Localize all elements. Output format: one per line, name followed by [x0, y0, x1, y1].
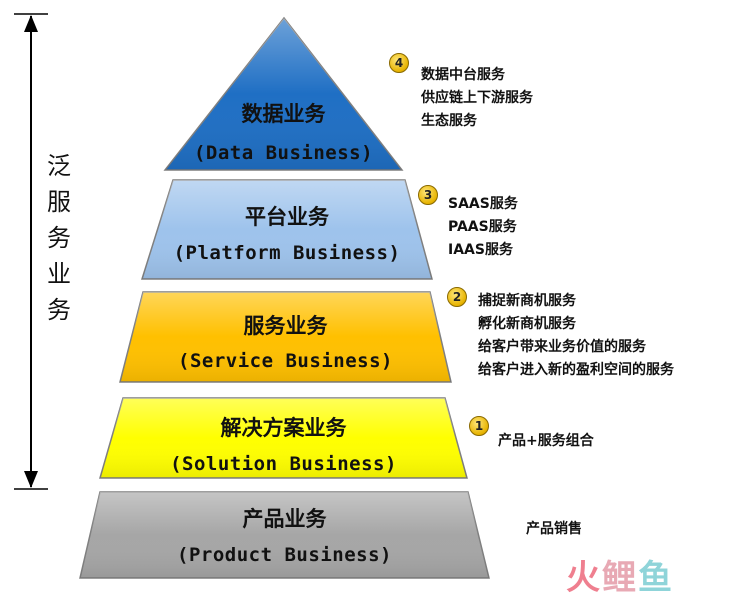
- pan-service-label: 泛服务业务: [46, 148, 72, 328]
- tier-annotation-1: 数据中台服务供应链上下游服务生态服务: [421, 64, 533, 133]
- tier-1-cn-label: 数据业务: [241, 102, 326, 126]
- step-badge-1: 1: [469, 416, 489, 436]
- tier-2-shading: [142, 180, 432, 279]
- annotation-line: 产品销售: [526, 521, 582, 537]
- tier-1-shading: [165, 18, 402, 170]
- tier-1-en-label: (Data Business): [193, 142, 374, 164]
- side-label-char: 泛: [47, 152, 71, 180]
- annotation-line: 给客户进入新的盈利空间的服务: [478, 362, 674, 378]
- tier-annotation-2: SAAS服务 PAAS服务 IAAS服务: [448, 193, 518, 262]
- tier-5-shading: [80, 492, 489, 578]
- annotation-line: SAAS服务: [448, 196, 518, 212]
- tier-4-en-label: (Solution Business): [170, 453, 397, 475]
- tier-3-cn-label: 服务业务: [243, 314, 328, 338]
- annotation-line: 给客户带来业务价值的服务: [478, 339, 646, 355]
- side-label-char: 务: [47, 224, 71, 252]
- tier-2-cn-label: 平台业务: [245, 205, 329, 229]
- annotation-line: 生态服务: [421, 113, 477, 129]
- step-badge-2: 2: [447, 287, 467, 307]
- step-badge-3: 3: [418, 185, 438, 205]
- tier-3-en-label: (Service Business): [178, 350, 393, 372]
- annotation-line: 捕捉新商机服务: [478, 293, 576, 309]
- annotation-line: 孵化新商机服务: [478, 316, 576, 332]
- watermark-logo: 火鲤鱼: [566, 558, 674, 598]
- range-arrow: [14, 13, 48, 490]
- annotation-line: IAAS服务: [448, 242, 513, 258]
- tier-annotation-3: 捕捉新商机服务孵化新商机服务给客户带来业务价值的服务给客户进入新的盈利空间的服务: [478, 290, 674, 382]
- tier-3-shading: [120, 292, 451, 382]
- annotation-line: 数据中台服务: [421, 67, 505, 83]
- tier-2-en-label: (Platform Business): [173, 242, 401, 264]
- tier-4-shading: [100, 398, 467, 478]
- tier-5-cn-label: 产品业务: [242, 507, 327, 531]
- annotation-line: PAAS服务: [448, 219, 517, 235]
- tier-4-cn-label: 解决方案业务: [220, 416, 347, 440]
- annotation-line: 产品+服务组合: [498, 433, 594, 449]
- tier-annotation-4: 产品+服务组合: [498, 430, 594, 453]
- tier-5-en-label: (Product Business): [177, 544, 392, 566]
- side-label-char: 务: [47, 296, 71, 324]
- tier-annotation-5: 产品销售: [526, 518, 582, 541]
- step-badge-4: 4: [389, 53, 409, 73]
- side-label-char: 服: [47, 188, 71, 216]
- side-label-char: 业: [47, 260, 71, 288]
- annotation-line: 供应链上下游服务: [421, 90, 533, 106]
